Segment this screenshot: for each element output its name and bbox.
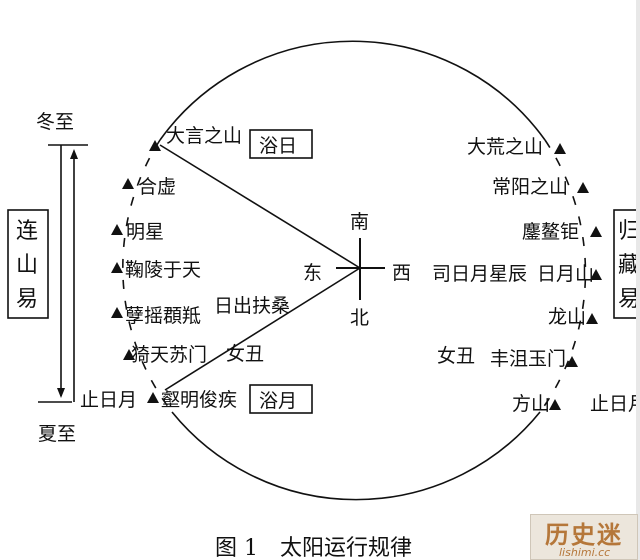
left-mountain-label: 猗天苏门 — [131, 344, 207, 366]
sunrise-label: 日出扶桑 — [214, 295, 290, 317]
right-mountain-label: 日月山 — [537, 263, 594, 285]
right-mountain-label: 方山 — [512, 393, 550, 415]
guicang-char: 归 — [618, 219, 640, 244]
right-mountain-label: 大荒之山 — [467, 136, 543, 158]
guicang-char: 易 — [618, 287, 640, 312]
si-ri-label: 司日月星辰 — [432, 263, 527, 285]
right-mountain-label: 鏖鳌钜 — [522, 221, 579, 243]
bath-moon-label: 浴月 — [259, 390, 297, 412]
right-mountain-label: 常阳之山 — [492, 176, 568, 198]
stop-sun-moon-left: 止日月 — [80, 389, 137, 411]
left-mountain-label: 明星 — [126, 221, 164, 243]
mountain-icon — [149, 140, 161, 151]
lianshan-char: 山 — [16, 253, 38, 278]
mountain-icon — [123, 349, 135, 360]
edge-strip — [636, 0, 640, 560]
bath-moon-box — [249, 384, 313, 414]
ray-lower — [164, 267, 361, 391]
ray-upper — [159, 144, 361, 269]
right-mountain-markers — [549, 143, 602, 410]
lianshan-box — [7, 209, 49, 319]
orbit-arc-top — [159, 40, 546, 141]
lianshan-char: 易 — [16, 287, 38, 312]
stop-sun-moon-right: 止日月 — [590, 393, 640, 415]
mountain-icon — [566, 356, 578, 367]
mountain-icon — [590, 269, 602, 280]
lianshan-char: 连 — [16, 219, 38, 244]
watermark-logo: 历史迷 lishimi.cc — [530, 514, 638, 560]
mountain-icon — [549, 399, 561, 410]
south-label: 南 — [350, 211, 369, 233]
summer-solstice-label: 夏至 — [38, 423, 76, 445]
bath-sun-label: 浴日 — [259, 135, 297, 157]
watermark-text: 历史迷 — [545, 520, 623, 549]
mountain-icon — [147, 392, 159, 403]
bath-sun-box — [249, 129, 313, 159]
right-mountain-label: 丰沮玉门 — [490, 348, 566, 370]
guicang-box — [613, 209, 640, 319]
nvchou-right-label: 女丑 — [437, 345, 475, 367]
arrow-down-head — [57, 388, 65, 398]
right-mountain-label: 龙山 — [548, 306, 586, 328]
mountain-icon — [590, 226, 602, 237]
figure-caption: 图 1 太阳运行规律 — [215, 536, 412, 560]
mountain-icon — [586, 313, 598, 324]
west-label: 西 — [392, 262, 411, 284]
left-mountain-label: 鞠陵于天 — [125, 259, 201, 281]
left-mountain-label: 合虚 — [138, 176, 176, 198]
left-mountain-label: 孽摇頵羝 — [125, 305, 201, 327]
mountain-icon — [554, 143, 566, 154]
mountain-icon — [111, 307, 123, 318]
arrow-up-head — [70, 149, 78, 159]
winter-solstice-label: 冬至 — [36, 111, 74, 133]
mountain-icon — [577, 182, 589, 193]
orbit-arc-bottom — [171, 411, 541, 501]
mountain-icon — [122, 178, 134, 189]
nvchou-left-label: 女丑 — [226, 343, 264, 365]
east-label: 东 — [303, 262, 322, 284]
left-mountain-label: 壑明俊疾 — [161, 389, 237, 411]
watermark-url: lishimi.cc — [559, 546, 611, 559]
north-label: 北 — [350, 307, 369, 329]
left-mountain-label: 大言之山 — [166, 125, 242, 147]
guicang-char: 藏 — [618, 253, 640, 278]
mountain-icon — [111, 224, 123, 235]
mountain-icon — [111, 262, 123, 273]
left-mountain-markers — [111, 140, 161, 403]
